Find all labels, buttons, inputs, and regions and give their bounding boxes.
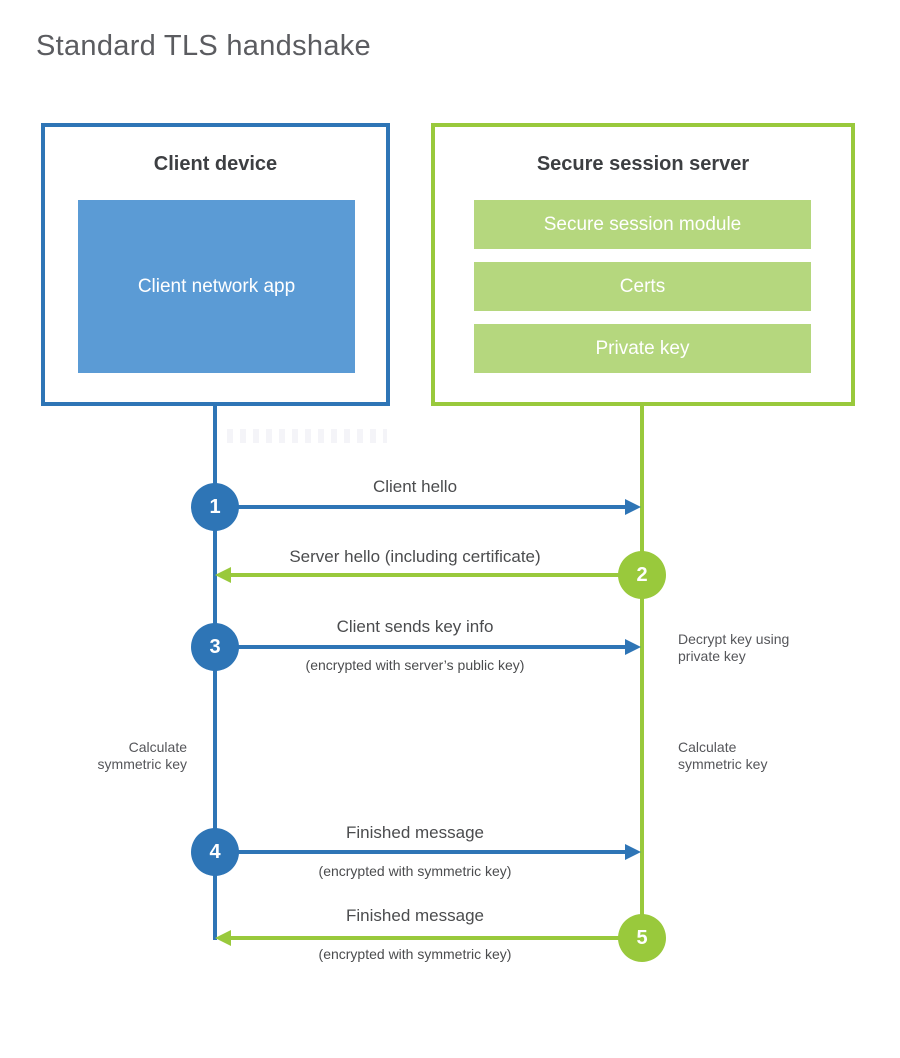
faint-dashes-artifact <box>227 429 387 443</box>
note-calc-symmetric-server: Calculate symmetric key <box>678 739 767 773</box>
note-calc-symmetric-client: Calculate symmetric key <box>37 739 187 773</box>
client-network-app-box: Client network app <box>78 200 355 373</box>
arrowhead-left-icon <box>215 930 231 946</box>
arrowhead-right-icon <box>625 844 641 860</box>
secure-session-server-box: Secure session server Secure session mod… <box>431 123 855 406</box>
arrow-line-client-hello <box>215 505 626 509</box>
arrowhead-right-icon <box>625 499 641 515</box>
step-circle-2: 2 <box>618 551 666 599</box>
server-lifeline <box>640 405 644 940</box>
arrowhead-left-icon <box>215 567 231 583</box>
note-decrypt-line1: Decrypt key using <box>678 631 790 647</box>
note-calc-left-line1: Calculate <box>128 739 187 755</box>
note-calc-right-line2: symmetric key <box>678 756 768 772</box>
server-module-private-key: Private key <box>474 324 811 373</box>
arrow-line-server-hello <box>229 573 642 577</box>
message-sublabel-key-info: (encrypted with server’s public key) <box>305 657 525 673</box>
arrowhead-right-icon <box>625 639 641 655</box>
note-calc-right-line1: Calculate <box>678 739 737 755</box>
server-heading: Secure session server <box>536 153 750 175</box>
arrow-line-finished-server <box>229 936 642 940</box>
message-label-key-info: Client sends key info <box>336 617 494 636</box>
message-sublabel-finished-server: (encrypted with symmetric key) <box>318 946 512 962</box>
step-circle-3: 3 <box>191 623 239 671</box>
page-title: Standard TLS handshake <box>36 30 371 62</box>
step-circle-1: 1 <box>191 483 239 531</box>
note-decrypt-key: Decrypt key using private key <box>678 631 789 665</box>
server-module-secure-session: Secure session module <box>474 200 811 249</box>
message-label-finished-server: Finished message <box>346 906 484 925</box>
note-calc-left-line2: symmetric key <box>97 756 187 772</box>
arrow-line-finished-client <box>215 850 626 854</box>
client-device-box: Client device Client network app <box>41 123 390 406</box>
message-label-client-hello: Client hello <box>372 477 458 496</box>
client-lifeline <box>213 405 217 940</box>
arrow-line-key-info <box>215 645 626 649</box>
message-label-finished-client: Finished message <box>346 823 484 842</box>
step-circle-4: 4 <box>191 828 239 876</box>
client-device-heading: Client device <box>153 153 278 175</box>
message-label-server-hello: Server hello (including certificate) <box>289 547 541 566</box>
message-sublabel-finished-client: (encrypted with symmetric key) <box>318 863 512 879</box>
server-module-certs: Certs <box>474 262 811 311</box>
step-circle-5: 5 <box>618 914 666 962</box>
note-decrypt-line2: private key <box>678 648 746 664</box>
